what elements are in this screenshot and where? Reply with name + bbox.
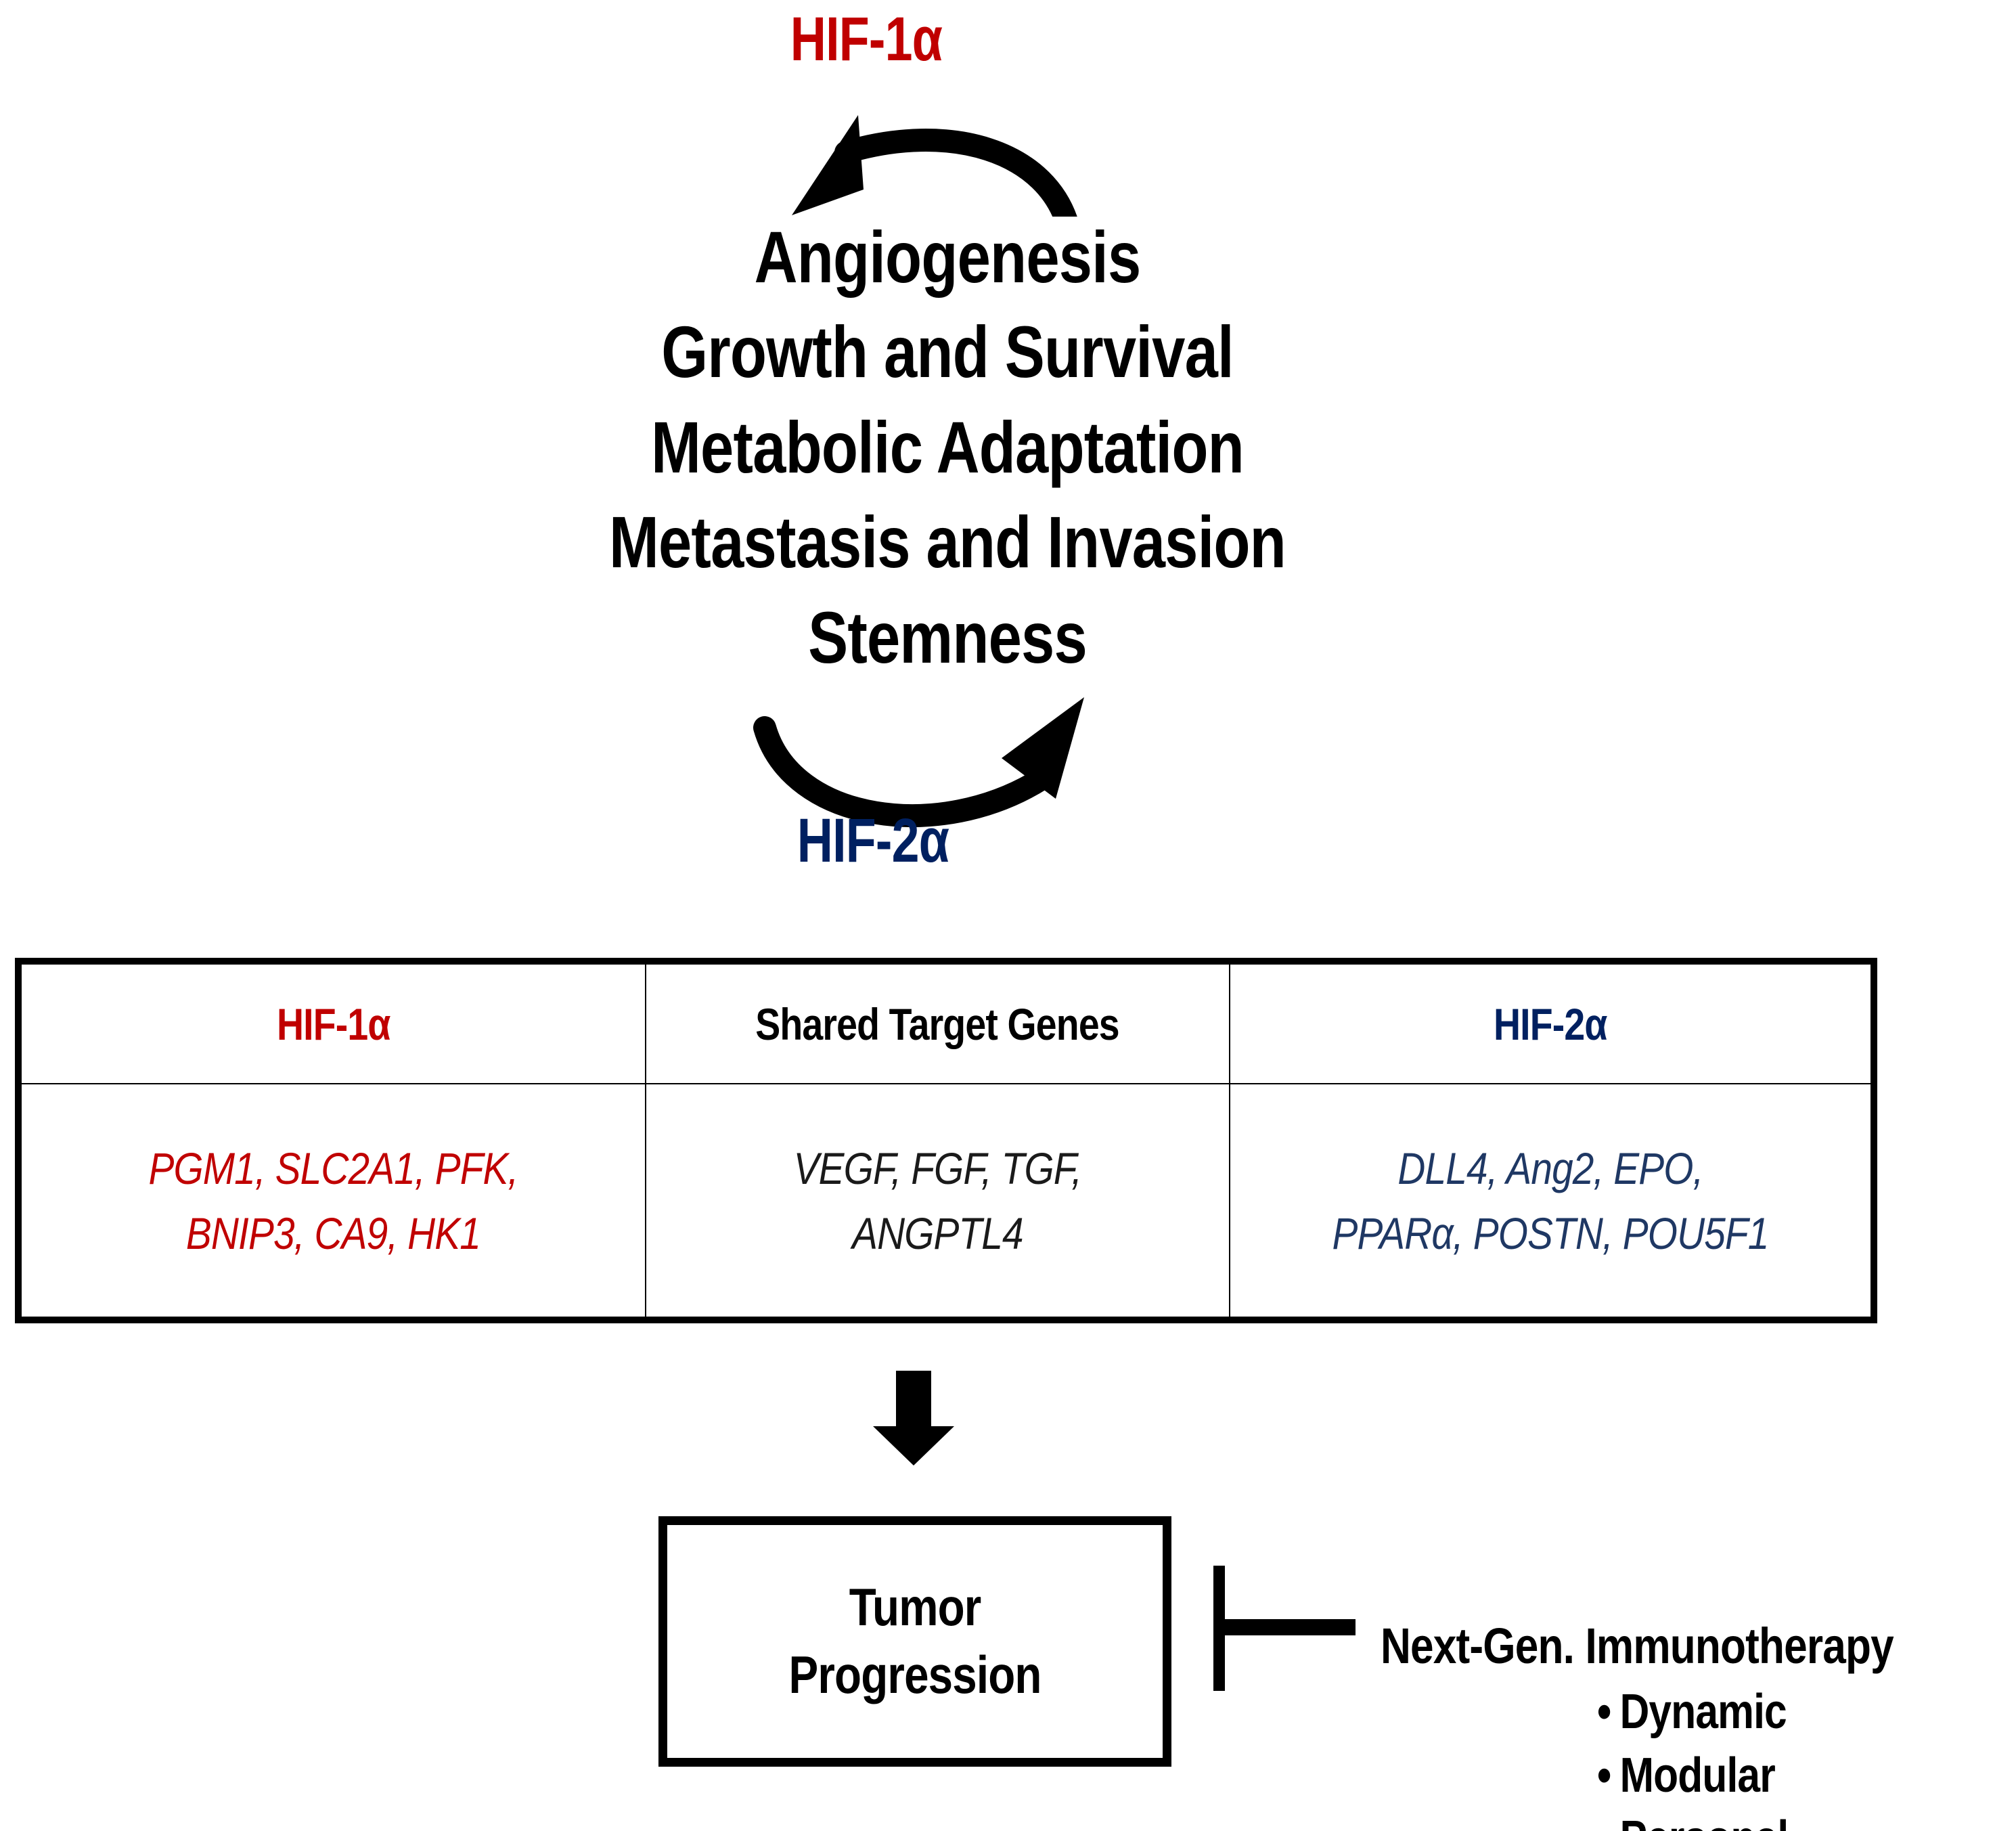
tumor-progression-box: Tumor Progression	[658, 1516, 1171, 1767]
therapy-bullet-label: Modular	[1619, 1748, 1776, 1803]
inhibition-line-icon	[1213, 1619, 1356, 1635]
gene-list: PGM1, SLC2A1, PFK, BNIP3, CA9, HK1	[148, 1137, 518, 1266]
bullet-icon: •	[1597, 1685, 1611, 1739]
hif1a-top-label: HIF-1α	[790, 5, 943, 74]
therapy-bullet-label: Dynamic	[1619, 1685, 1787, 1739]
therapy-bullet-list: •Dynamic •Modular •Personal	[1381, 1681, 2016, 1831]
table-cell-hif2a-genes: DLL4, Ang2, EPO, PPARα, POSTN, POU5F1	[1229, 1083, 1871, 1318]
table-header-label: HIF-2α	[1494, 998, 1607, 1049]
therapy-bullet-item: •Modular	[1597, 1744, 1949, 1808]
therapy-title: Next-Gen. Immunotherapy	[1381, 1618, 1894, 1674]
table-header-label: HIF-1α	[276, 998, 390, 1049]
down-arrow-icon	[873, 1371, 954, 1465]
therapy-block: Next-Gen. Immunotherapy •Dynamic •Modula…	[1381, 1621, 2016, 1831]
phenotype-line: Metastasis and Invasion	[609, 501, 1286, 583]
phenotype-list: Angiogenesis Growth and Survival Metabol…	[365, 210, 1529, 685]
gene-list-line: VEGF, FGF, TGF,	[793, 1143, 1082, 1193]
therapy-bullet-item: •Personal	[1597, 1807, 1949, 1831]
gene-list: VEGF, FGF, TGF, ANGPTL4	[794, 1137, 1082, 1266]
tumor-progression-label: Tumor Progression	[788, 1574, 1041, 1709]
therapy-bullet-item: •Dynamic	[1597, 1681, 1949, 1744]
hif2a-bottom-label: HIF-2α	[797, 806, 949, 875]
gene-target-table: HIF-1α Shared Target Genes HIF-2α PGM1, …	[15, 958, 1877, 1323]
table-header-row: HIF-1α Shared Target Genes HIF-2α	[22, 965, 1871, 1084]
gene-list-line: DLL4, Ang2, EPO,	[1397, 1143, 1703, 1193]
phenotype-line: Metabolic Adaptation	[651, 405, 1245, 488]
hif1a-curved-arrow-icon	[792, 115, 1077, 217]
therapy-bullet-label: Personal	[1620, 1811, 1789, 1831]
bullet-icon: •	[1597, 1748, 1611, 1803]
gene-list-line: PPARα, POSTN, POU5F1	[1332, 1208, 1770, 1258]
table-header-cell-hif2a: HIF-2α	[1229, 965, 1871, 1084]
bullet-icon: •	[1597, 1807, 1620, 1831]
phenotype-line: Angiogenesis	[754, 216, 1142, 298]
tumor-progression-line: Tumor	[849, 1577, 982, 1637]
table-header-cell-shared: Shared Target Genes	[645, 965, 1230, 1084]
tumor-progression-line: Progression	[788, 1645, 1041, 1704]
table-body-row: PGM1, SLC2A1, PFK, BNIP3, CA9, HK1 VEGF,…	[22, 1083, 1871, 1318]
phenotype-line: Stemness	[808, 596, 1088, 678]
table-header-label: Shared Target Genes	[755, 998, 1120, 1049]
gene-list-line: PGM1, SLC2A1, PFK,	[148, 1143, 518, 1193]
table-cell-shared-genes: VEGF, FGF, TGF, ANGPTL4	[645, 1083, 1230, 1318]
hif2a-curved-arrow-icon	[753, 697, 1084, 827]
phenotype-line: Growth and Survival	[661, 311, 1234, 393]
gene-list-line: ANGPTL4	[852, 1208, 1024, 1258]
table-header-cell-hif1a: HIF-1α	[22, 965, 646, 1084]
table-cell-hif1a-genes: PGM1, SLC2A1, PFK, BNIP3, CA9, HK1	[22, 1083, 646, 1318]
gene-list: DLL4, Ang2, EPO, PPARα, POSTN, POU5F1	[1332, 1137, 1770, 1266]
gene-list-line: BNIP3, CA9, HK1	[185, 1208, 481, 1258]
